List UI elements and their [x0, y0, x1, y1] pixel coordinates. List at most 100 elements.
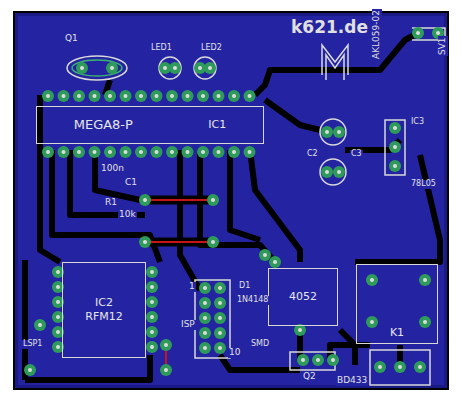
ic-outline: MEGA8-P IC1 [36, 106, 264, 144]
solder-pad [244, 146, 256, 158]
silk-label: LSP1 [22, 340, 43, 349]
part-label: IC1 [206, 119, 228, 131]
solder-pad [146, 341, 158, 353]
solder-pad [135, 90, 147, 102]
silk-label: AKL059-02 [372, 9, 382, 60]
solder-pad [333, 126, 345, 138]
silk-label: R1 [104, 198, 118, 208]
solder-pad [199, 282, 211, 294]
silk-label: 1 [188, 282, 196, 292]
solder-pad [169, 62, 181, 74]
solder-pad [327, 354, 339, 366]
solder-pad [106, 62, 118, 74]
solder-pad [160, 364, 172, 376]
solder-pad [42, 146, 54, 158]
solder-pad [146, 311, 158, 323]
solder-pad [120, 146, 132, 158]
solder-pad [374, 361, 386, 373]
solder-pad [312, 354, 324, 366]
solder-pad [228, 146, 240, 158]
solder-pad [419, 316, 431, 328]
solder-pad [244, 90, 256, 102]
part-label: IC2 [93, 297, 115, 309]
solder-pad [214, 342, 226, 354]
solder-pad [89, 146, 101, 158]
solder-pad [197, 90, 209, 102]
solder-pad [213, 90, 225, 102]
solder-pad [73, 146, 85, 158]
silk-label: k621.de [290, 18, 369, 37]
silk-label: LED2 [200, 44, 223, 53]
solder-pad [414, 361, 426, 373]
solder-pad [135, 146, 147, 158]
solder-pad [214, 297, 226, 309]
solder-pad [151, 90, 163, 102]
solder-pad [389, 160, 401, 172]
silk-label: C3 [350, 150, 363, 159]
solder-pad [199, 327, 211, 339]
solder-pad [366, 316, 378, 328]
part-label: 4052 [287, 291, 319, 303]
part-label: K1 [388, 327, 406, 339]
solder-pad [139, 236, 151, 248]
solder-pad [197, 146, 209, 158]
silk-label: 100n [100, 164, 125, 174]
solder-pad [204, 62, 216, 74]
silk-label: 10 [228, 348, 241, 358]
solder-pad [213, 146, 225, 158]
solder-pad [160, 339, 172, 351]
solder-pad [76, 62, 88, 74]
silk-label: ISP [180, 320, 196, 330]
solder-pad [394, 361, 406, 373]
solder-pad [333, 166, 345, 178]
silk-label: 78L05 [410, 180, 437, 189]
solder-pad [389, 141, 401, 153]
silk-label: Q1 [64, 34, 79, 44]
silk-label: D1 [238, 282, 251, 291]
solder-pad [207, 236, 219, 248]
solder-pad [214, 312, 226, 324]
silk-label: C1 [124, 178, 138, 188]
solder-pad [146, 266, 158, 278]
solder-pad [139, 194, 151, 206]
solder-pad [214, 327, 226, 339]
silk-label: SV1 [438, 36, 448, 56]
solder-pad [269, 256, 281, 268]
solder-pad [207, 194, 219, 206]
pad-group [24, 27, 444, 376]
solder-pad [199, 297, 211, 309]
silk-label: C2 [306, 150, 319, 159]
part-label: MEGA8-P [72, 118, 135, 132]
silk-label: LED1 [150, 44, 173, 53]
solder-pad [146, 326, 158, 338]
solder-pad [104, 146, 116, 158]
solder-pad [58, 146, 70, 158]
silk-label: 10k [118, 210, 137, 220]
solder-pad [24, 364, 36, 376]
solder-pad [34, 319, 46, 331]
silk-label: Q2 [302, 372, 317, 382]
solder-pad [297, 354, 309, 366]
silk-label: 1N4148 [236, 296, 269, 305]
solder-pad [42, 90, 54, 102]
relay-outline: 4052 [268, 268, 338, 326]
solder-pad [146, 281, 158, 293]
solder-pad [199, 312, 211, 324]
solder-pad [182, 146, 194, 158]
solder-pad [182, 90, 194, 102]
part-label: RFM12 [83, 311, 124, 323]
solder-pad [228, 90, 240, 102]
solder-pad [389, 122, 401, 134]
solder-pad [259, 249, 271, 261]
solder-pad [214, 282, 226, 294]
silk-label: BD433 [336, 376, 368, 386]
solder-pad [366, 274, 378, 286]
solder-pad [146, 296, 158, 308]
silk-label: IC3 [410, 118, 425, 127]
solder-pad [166, 90, 178, 102]
solder-pad [321, 126, 333, 138]
solder-pad [89, 90, 101, 102]
silk-label: SMD [250, 340, 270, 349]
